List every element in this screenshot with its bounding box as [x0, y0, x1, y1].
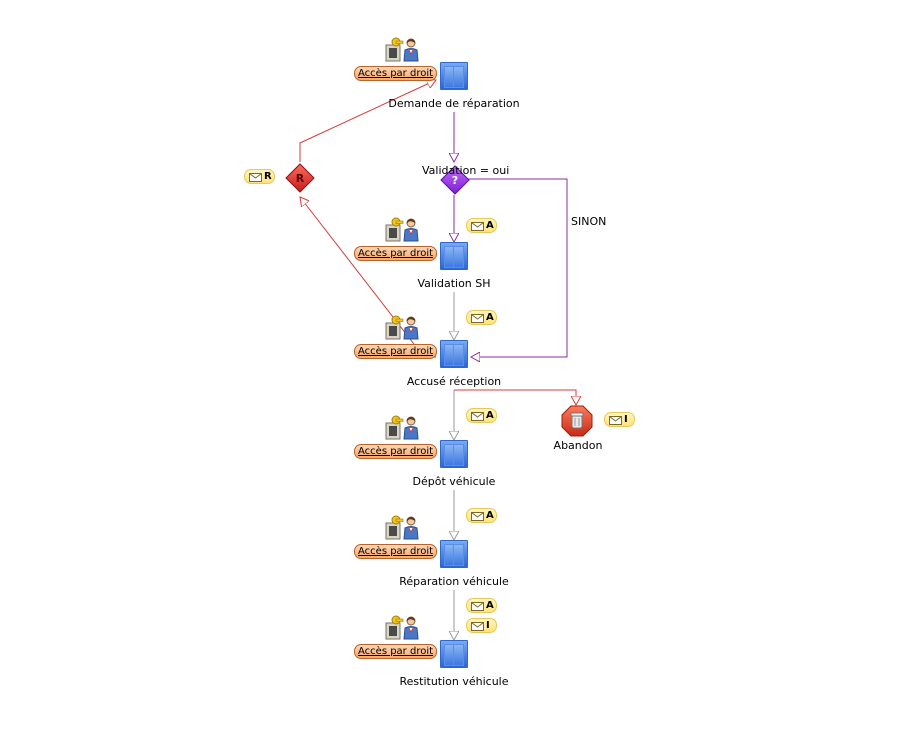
- notification-letter: A: [486, 220, 494, 231]
- notification-badge[interactable]: A: [466, 310, 497, 325]
- access-badge[interactable]: Accès par droit: [354, 544, 438, 559]
- decision-condition-label: Validation = oui: [422, 164, 510, 177]
- flow-sinon: [468, 178, 568, 357]
- envelope-icon: [471, 512, 484, 521]
- access-icon-group: [384, 37, 420, 66]
- return-gateway-letter: R: [296, 172, 305, 185]
- task-box[interactable]: [440, 540, 468, 568]
- envelope-icon: [609, 416, 622, 425]
- return-notification-letter: R: [264, 171, 272, 182]
- end-notification-badge[interactable]: I: [604, 412, 635, 427]
- key-user-icon: [385, 315, 419, 340]
- return-gateway[interactable]: R: [285, 163, 315, 193]
- task-label: Restitution véhicule: [399, 675, 509, 688]
- access-icon-group: [384, 615, 420, 644]
- notification-badge[interactable]: A: [466, 598, 497, 613]
- task-box[interactable]: [440, 440, 468, 468]
- envelope-icon: [471, 222, 484, 231]
- task-box[interactable]: [440, 340, 468, 368]
- access-badge[interactable]: Accès par droit: [354, 344, 438, 359]
- access-icon-group: [384, 315, 420, 344]
- envelope-icon: [249, 173, 262, 182]
- stop-bin-icon: [561, 405, 593, 437]
- access-badge[interactable]: Accès par droit: [354, 66, 438, 81]
- notification-badge[interactable]: A: [466, 408, 497, 423]
- end-notification-letter: I: [624, 414, 628, 425]
- key-user-icon: [385, 415, 419, 440]
- question-diamond-icon: ?: [440, 165, 470, 195]
- access-badge[interactable]: Accès par droit: [354, 444, 438, 459]
- envelope-icon: [471, 602, 484, 611]
- key-user-icon: [385, 515, 419, 540]
- key-user-icon: [385, 615, 419, 640]
- task-label: Dépôt véhicule: [412, 475, 496, 488]
- task-label: Réparation véhicule: [399, 575, 509, 588]
- end-node-label: Abandon: [553, 439, 603, 452]
- flow-return-to-demande: [299, 80, 436, 162]
- notification-letter: I: [486, 620, 490, 631]
- access-icon-group: [384, 515, 420, 544]
- envelope-icon: [471, 412, 484, 421]
- access-icon-group: [384, 217, 420, 246]
- task-label: Demande de réparation: [388, 97, 520, 110]
- notification-badge[interactable]: I: [466, 618, 497, 633]
- flow-accuse-to-abandon: [454, 389, 576, 405]
- task-label: Accusé réception: [406, 375, 502, 388]
- notification-letter: A: [486, 510, 494, 521]
- else-label: SINON: [571, 215, 607, 228]
- access-badge[interactable]: Accès par droit: [354, 644, 438, 659]
- access-icon-group: [384, 415, 420, 444]
- notification-badge[interactable]: A: [466, 508, 497, 523]
- task-box[interactable]: [440, 242, 468, 270]
- return-notification-badge[interactable]: R: [244, 169, 275, 184]
- notification-badge[interactable]: A: [466, 218, 497, 233]
- key-user-icon: [385, 217, 419, 242]
- task-box[interactable]: [440, 640, 468, 668]
- envelope-icon: [471, 622, 484, 631]
- end-node-abandon[interactable]: [561, 405, 593, 437]
- key-user-icon: [385, 37, 419, 62]
- notification-letter: A: [486, 410, 494, 421]
- notification-letter: A: [486, 312, 494, 323]
- task-label: Validation SH: [417, 277, 491, 290]
- access-badge[interactable]: Accès par droit: [354, 246, 438, 261]
- svg-text:?: ?: [452, 174, 458, 187]
- decision-gateway[interactable]: ?: [440, 165, 470, 195]
- task-box[interactable]: [440, 62, 468, 90]
- notification-letter: A: [486, 600, 494, 611]
- envelope-icon: [471, 314, 484, 323]
- return-diamond-icon: R: [285, 163, 315, 193]
